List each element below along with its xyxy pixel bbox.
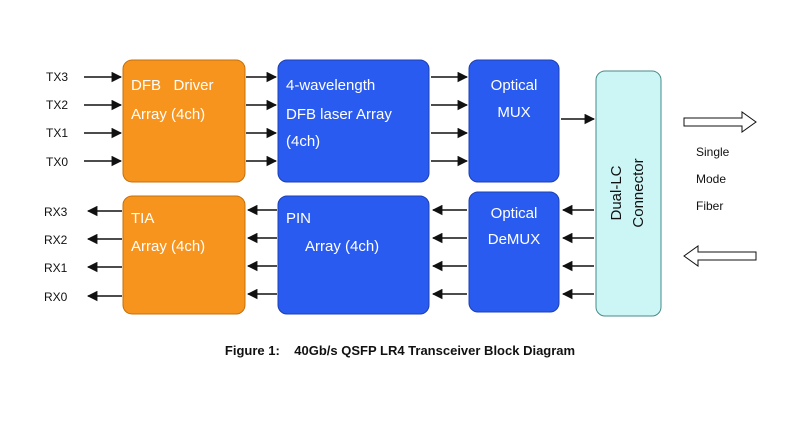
dfb-driver-line2: Array (4ch) (131, 106, 205, 123)
connector-line2: Connector (630, 158, 647, 227)
connector-box (595, 70, 662, 317)
dual-lc-connector-block: Dual-LC Connector (595, 70, 662, 317)
dfb-laser-block: 4-wavelength DFB laser Array (4ch) (277, 59, 430, 183)
tx-fiber-arrow-icon (683, 111, 757, 133)
driver-to-laser-arrows (246, 71, 278, 167)
dfb-laser-box (277, 59, 430, 183)
optical-demux-line2: DeMUX (488, 231, 541, 248)
pin-line1: PIN (286, 210, 311, 227)
pin-to-tia-arrows (246, 204, 277, 300)
optical-mux-box (468, 59, 560, 183)
connector-to-demux-arrows (561, 204, 594, 300)
rx1-label: RX1 (44, 261, 68, 275)
dfb-driver-block: DFB Driver Array (4ch) (122, 59, 246, 183)
optical-demux-box (468, 191, 560, 313)
tia-line1: TIA (131, 210, 154, 227)
tx1-label: TX1 (46, 126, 68, 140)
rx-fiber-arrow-icon (683, 245, 757, 267)
tia-box (122, 195, 246, 315)
connector-line1: Dual-LC (608, 165, 625, 220)
dfb-laser-line3: (4ch) (286, 133, 320, 150)
dfb-laser-line2: DFB laser Array (286, 106, 392, 123)
fiber-label-line2: Mode (696, 172, 726, 186)
dfb-laser-line1: 4-wavelength (286, 77, 375, 94)
demux-to-pin-arrows (431, 204, 467, 300)
tx-input-arrows (84, 71, 123, 167)
optical-demux-block: Optical DeMUX (468, 191, 560, 313)
tia-block: TIA Array (4ch) (122, 195, 246, 315)
fiber-label-line3: Fiber (696, 199, 723, 213)
caption-text: 40Gb/s QSFP LR4 Transceiver Block Diagra… (294, 343, 576, 358)
dfb-driver-box (122, 59, 246, 183)
rx0-label: RX0 (44, 290, 68, 304)
fiber-label-line1: Single (696, 145, 730, 159)
figure-caption: Figure 1: 40Gb/s QSFP LR4 Transceiver Bl… (0, 343, 800, 358)
tia-line2: Array (4ch) (131, 238, 205, 255)
tx0-label: TX0 (46, 155, 68, 169)
pin-block: PIN Array (4ch) (277, 195, 430, 315)
optical-mux-block: Optical MUX (468, 59, 560, 183)
tx3-label: TX3 (46, 70, 68, 84)
rx2-label: RX2 (44, 233, 68, 247)
pin-line2: Array (4ch) (305, 238, 379, 255)
dfb-driver-line1: DFB Driver (131, 77, 214, 94)
laser-to-mux-arrows (431, 71, 469, 167)
rx-output-arrows (86, 205, 122, 302)
pin-box (277, 195, 430, 315)
tx2-label: TX2 (46, 98, 68, 112)
optical-demux-line1: Optical (491, 205, 538, 222)
caption-label: Figure 1: (224, 343, 280, 358)
optical-mux-line2: MUX (497, 104, 530, 121)
optical-mux-line1: Optical (491, 77, 538, 94)
rx3-label: RX3 (44, 205, 68, 219)
